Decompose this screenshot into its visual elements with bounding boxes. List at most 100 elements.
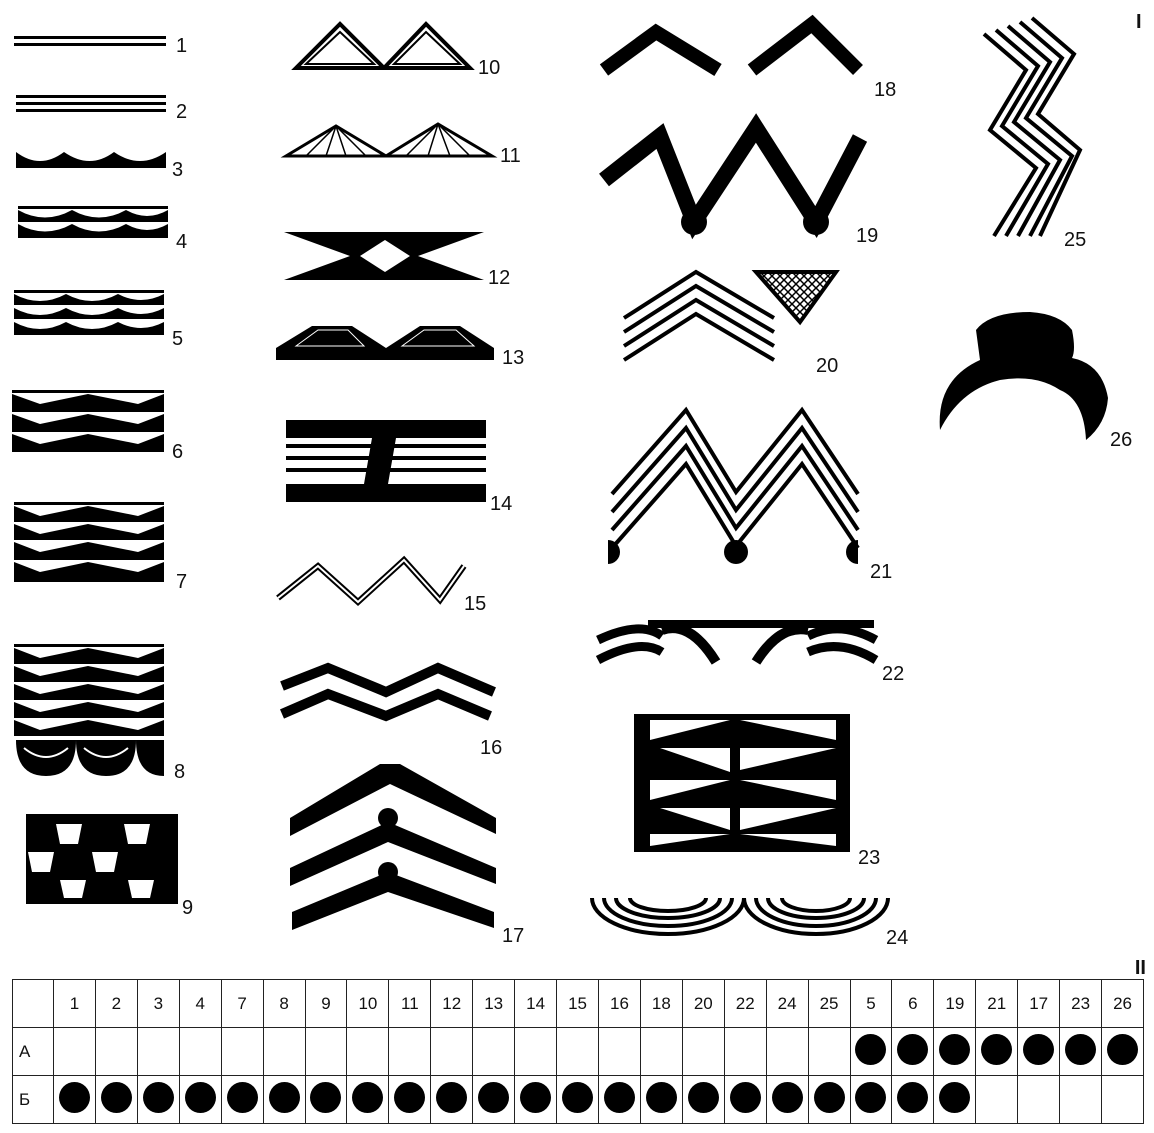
table-cell (305, 1076, 347, 1124)
ornament-15 (278, 560, 464, 602)
ornament-5 (14, 290, 164, 335)
table-cell (934, 1076, 976, 1124)
presence-dot (562, 1082, 593, 1113)
figure-number-26: 26 (1110, 429, 1132, 451)
column-header: 4 (179, 980, 221, 1028)
presence-dot (394, 1082, 425, 1113)
ornament-11 (286, 124, 492, 156)
ornament-26 (940, 312, 1108, 440)
figure-number-21: 21 (870, 561, 892, 583)
table-cell (1018, 1028, 1060, 1076)
table-cell (347, 1028, 389, 1076)
column-header: 17 (1018, 980, 1060, 1028)
ornament-6 (12, 390, 164, 452)
table-cell (137, 1028, 179, 1076)
ornament-3 (16, 152, 166, 168)
figure-number-11: 11 (500, 145, 521, 167)
figure-number-4: 4 (176, 231, 187, 253)
figure-number-17: 17 (502, 925, 524, 947)
table-cell (976, 1076, 1018, 1124)
table-cell (850, 1028, 892, 1076)
table-cell (640, 1076, 682, 1124)
presence-dot (772, 1082, 803, 1113)
ornament-20 (624, 272, 836, 360)
presence-dot (855, 1034, 886, 1065)
ornament-16 (282, 668, 494, 716)
table-cell (934, 1028, 976, 1076)
table-cell (263, 1076, 305, 1124)
column-header: 26 (1102, 980, 1144, 1028)
column-header: 10 (347, 980, 389, 1028)
table-cell (640, 1028, 682, 1076)
presence-dot (310, 1082, 341, 1113)
presence-dot (1023, 1034, 1054, 1065)
ornament-9 (26, 814, 178, 904)
presence-dot (855, 1082, 886, 1113)
table-cell (221, 1028, 263, 1076)
column-header: 18 (640, 980, 682, 1028)
table-cell (431, 1028, 473, 1076)
table-cell (137, 1076, 179, 1124)
ornament-18 (604, 24, 858, 70)
section-label-bottom: II (1135, 957, 1146, 980)
figure-number-9: 9 (182, 897, 193, 919)
column-header: 16 (598, 980, 640, 1028)
table-cell (682, 1028, 724, 1076)
column-header: 21 (976, 980, 1018, 1028)
ornament-10 (296, 24, 470, 68)
column-header: 9 (305, 980, 347, 1028)
ornament-13 (276, 326, 494, 360)
table-cell (179, 1028, 221, 1076)
column-header: 7 (221, 980, 263, 1028)
column-header: 20 (682, 980, 724, 1028)
ornament-19 (604, 128, 860, 235)
table-cell (1060, 1028, 1102, 1076)
table-cell (515, 1028, 557, 1076)
figure-number-22: 22 (882, 663, 904, 685)
figure-number-18: 18 (874, 79, 896, 101)
presence-dot (436, 1082, 467, 1113)
table-cell (1018, 1076, 1060, 1124)
column-header: 5 (850, 980, 892, 1028)
table-cell (389, 1076, 431, 1124)
table-cell (557, 1076, 599, 1124)
table-cell (850, 1076, 892, 1124)
presence-dot (897, 1034, 928, 1065)
table-row: Б (13, 1076, 1144, 1124)
table-cell (598, 1028, 640, 1076)
table-cell (305, 1028, 347, 1076)
figure-number-24: 24 (886, 927, 908, 949)
figure-number-6: 6 (172, 441, 183, 463)
column-header: 13 (473, 980, 515, 1028)
column-header: 23 (1060, 980, 1102, 1028)
table-cell (557, 1028, 599, 1076)
ornament-14 (286, 420, 486, 502)
table-cell (179, 1076, 221, 1124)
table-cell (95, 1076, 137, 1124)
table-cell (54, 1028, 96, 1076)
table-cell (1102, 1076, 1144, 1124)
ornament-12 (284, 232, 484, 280)
table-cell (892, 1028, 934, 1076)
table-cell (976, 1028, 1018, 1076)
table-cell (766, 1076, 808, 1124)
table-cell (682, 1076, 724, 1124)
presence-dot (646, 1082, 677, 1113)
figure-number-15: 15 (464, 593, 486, 615)
table-cell (473, 1028, 515, 1076)
table-cell (766, 1028, 808, 1076)
section-label-top: I (1136, 11, 1142, 33)
figure-number-7: 7 (176, 571, 187, 593)
figure-number-14: 14 (490, 493, 512, 515)
column-header: 15 (557, 980, 599, 1028)
table-cell (1060, 1076, 1102, 1124)
ornament-17 (290, 764, 496, 930)
presence-dot (730, 1082, 761, 1113)
column-header: 14 (515, 980, 557, 1028)
table-cell (263, 1028, 305, 1076)
table-cell (95, 1028, 137, 1076)
table-cell (892, 1076, 934, 1124)
table-row: А (13, 1028, 1144, 1076)
table-cell (724, 1028, 766, 1076)
